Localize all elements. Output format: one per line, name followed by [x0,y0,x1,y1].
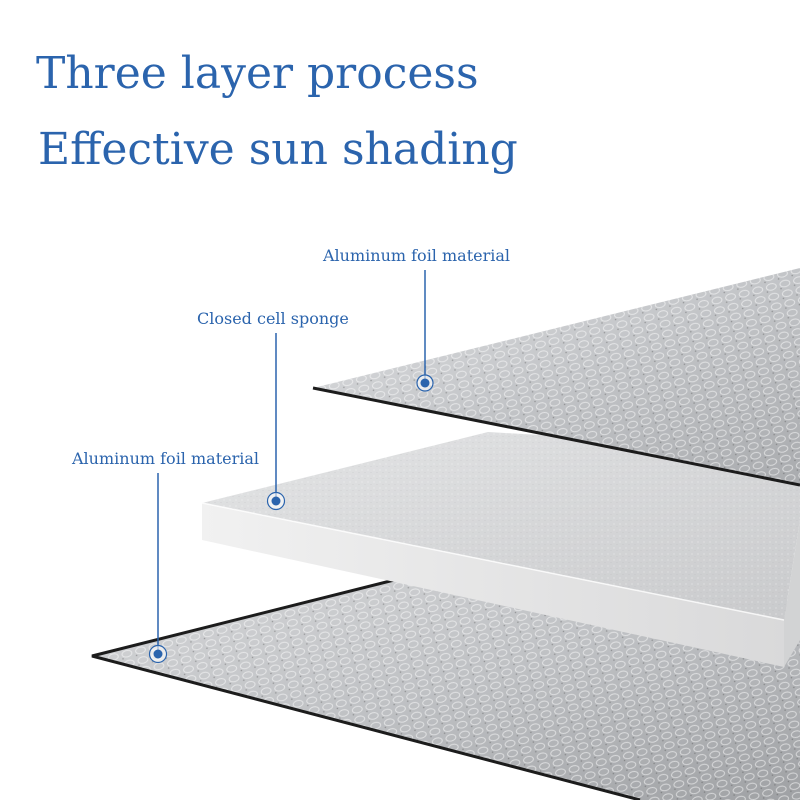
callout-top-foil [416,270,434,392]
label-closed-cell-sponge: Closed cell sponge [197,309,349,328]
callout-bottom-foil [148,473,168,664]
headline-line-2: Effective sun shading [38,124,518,175]
label-top-foil: Aluminum foil material [323,246,511,265]
callout-sponge [266,333,286,511]
middle-sponge-layer [201,432,800,667]
top-foil-layer [312,268,800,487]
label-bottom-foil: Aluminum foil material [72,449,260,468]
headline-line-1: Three layer process [36,48,479,99]
